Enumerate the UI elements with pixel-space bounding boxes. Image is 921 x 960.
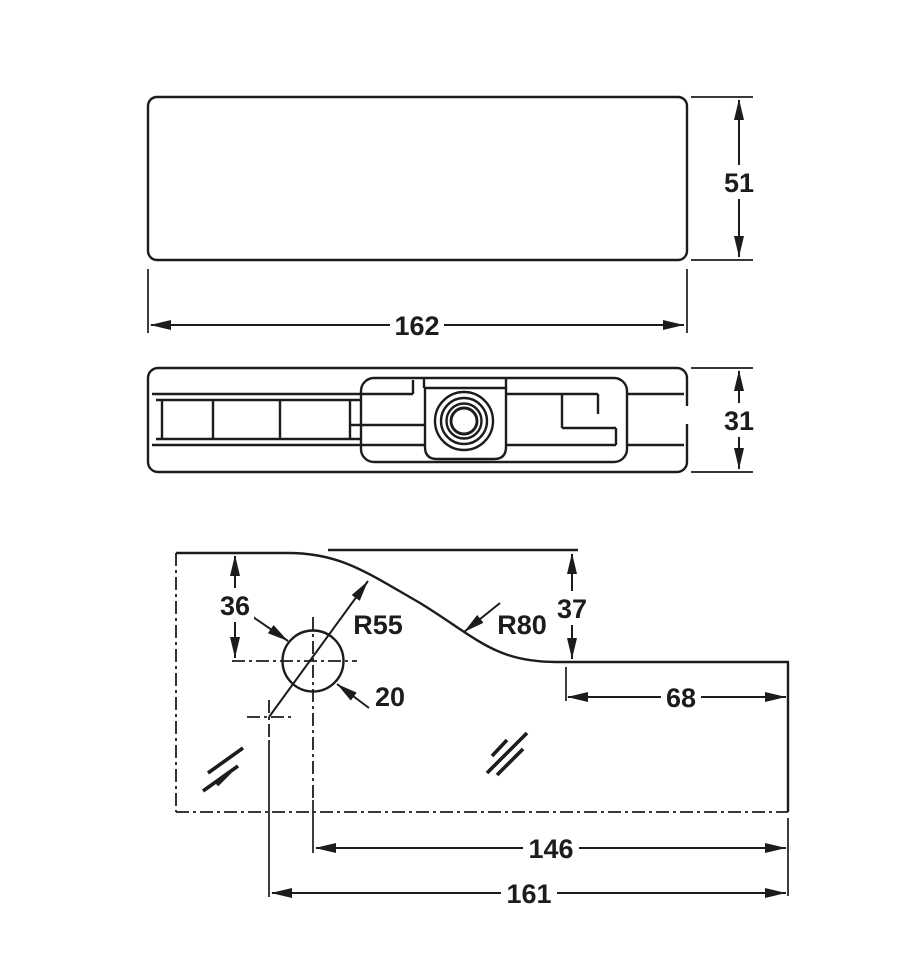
housing-internal-lines	[361, 378, 618, 447]
cover-plate-lines	[152, 392, 684, 447]
glass-hatch-icon	[201, 746, 245, 793]
dim-label-plate-width: 162	[394, 311, 439, 341]
dim-label-thickness: 31	[724, 406, 754, 436]
dim-label-radius-r55: R55	[353, 610, 403, 640]
dim-label-hole-to-door-edge: 146	[528, 834, 573, 864]
glass-gap-notch	[681, 406, 693, 424]
label-backing	[661, 680, 701, 714]
leader-radius-r55	[268, 580, 369, 718]
side-view-extension-lines	[691, 367, 753, 473]
label-backing	[216, 588, 254, 622]
dim-label-plate-height: 51	[724, 168, 754, 198]
top-view: 51 162	[146, 95, 758, 342]
dim-label-hole-diameter: 20	[375, 682, 405, 712]
dim-label-flat-length: 68	[666, 683, 696, 713]
label-backing	[390, 308, 444, 342]
glass-phantom-edges-and-centerlines	[175, 553, 788, 813]
leader-radius-r80	[463, 602, 501, 633]
leader-hole-diameter	[336, 683, 370, 709]
cutout-cut-edge	[176, 548, 790, 812]
dim-label-hole-from-top: 36	[220, 591, 250, 621]
label-backing	[523, 831, 579, 865]
side-view: 31	[146, 366, 758, 474]
label-backing	[720, 403, 758, 437]
top-view-extension-lines	[147, 96, 753, 333]
boss-bore	[449, 406, 479, 436]
label-backing	[553, 591, 591, 625]
glass-cutout-view: 36 37 R55 R80 20 68 146 161	[175, 548, 790, 910]
top-view-plate-outline	[146, 95, 689, 262]
boss-ring-mid	[439, 396, 489, 446]
glass-hatch-icon	[485, 731, 529, 777]
label-backing	[501, 876, 557, 910]
pivot-boss-rings	[433, 390, 495, 452]
cutout-extension-lines	[268, 667, 789, 897]
dim-label-axis-to-door-edge: 161	[506, 879, 551, 909]
dim-label-radius-r80: R80	[497, 610, 547, 640]
boss-ring-outer	[433, 390, 495, 452]
dim-label-cutout-depth: 37	[557, 594, 587, 624]
boss-ring-inner	[445, 402, 483, 440]
drill-hole	[281, 629, 345, 693]
label-backing	[720, 165, 758, 199]
leader-hole-position	[252, 616, 289, 642]
